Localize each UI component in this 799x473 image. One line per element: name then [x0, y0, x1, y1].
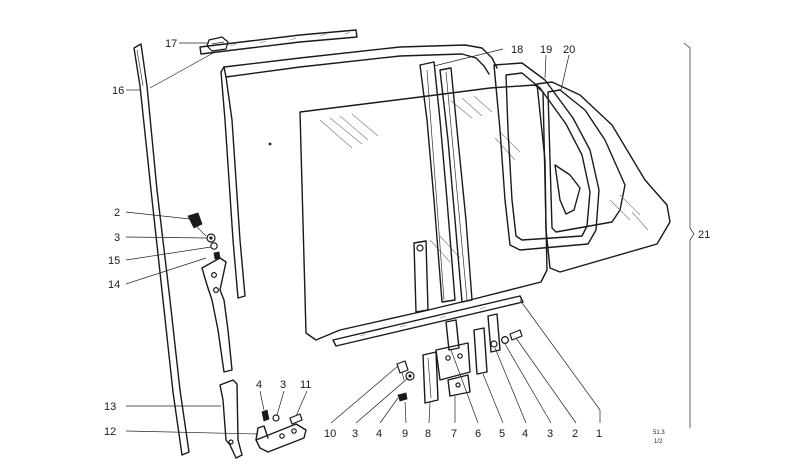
part-3-right-washer	[501, 336, 510, 345]
part-10-bolt	[396, 360, 409, 381]
drawing-code-line2: 1/2	[654, 439, 663, 445]
drawing-code-line1: 51.3	[653, 430, 665, 436]
callout-12: 12	[104, 426, 116, 438]
window-frame	[220, 44, 498, 299]
inner-vent-curve	[554, 164, 581, 215]
callout-4-mid: 4	[256, 379, 262, 391]
callout-16: 16	[112, 85, 124, 97]
callout-15: 15	[108, 255, 120, 267]
callout-3-bottom-a: 3	[352, 428, 358, 440]
part-4-right-nut	[490, 340, 498, 348]
leader-lines	[125, 42, 695, 435]
part-2-bolt	[187, 212, 207, 237]
part-8-slide-guide	[422, 351, 439, 404]
callout-4-bottom-b: 4	[522, 428, 528, 440]
callout-6: 6	[475, 428, 481, 440]
callout-1: 1	[596, 428, 602, 440]
part-12-bracket	[255, 423, 307, 453]
callout-3-bottom-b: 3	[547, 428, 553, 440]
part-2-right-bolt	[509, 329, 523, 341]
glass-mark	[268, 142, 272, 146]
inner-guide-rail	[413, 240, 429, 313]
callout-21: 21	[698, 229, 710, 241]
part-3-washer	[206, 233, 216, 243]
callout-13: 13	[104, 401, 116, 413]
callout-2-left: 2	[114, 207, 120, 219]
callout-8: 8	[425, 428, 431, 440]
part-13-guide-lower	[219, 379, 243, 459]
callout-3-mid: 3	[280, 379, 286, 391]
callout-18: 18	[511, 44, 523, 56]
main-glass-pane	[299, 84, 548, 341]
roof-channel-strip	[199, 29, 358, 55]
part-7-bracket-plate	[435, 342, 471, 397]
part-5-lower-rail	[473, 313, 501, 375]
part-16-vertical-seal	[133, 43, 190, 456]
callout-14: 14	[108, 279, 120, 291]
callout-9: 9	[402, 428, 408, 440]
lower-channel-strip	[332, 295, 524, 347]
callout-7: 7	[451, 428, 457, 440]
part-18-division-bar	[419, 61, 473, 303]
part-6-lower-rail	[445, 319, 460, 351]
callout-4-bottom-a: 4	[376, 428, 382, 440]
part-3-mid-washer	[272, 414, 280, 422]
callout-17: 17	[165, 38, 177, 50]
part-4-mid-bolt	[261, 409, 270, 422]
part-9-screw	[397, 392, 408, 402]
callout-2-bottom: 2	[572, 428, 578, 440]
callout-19: 19	[540, 44, 552, 56]
callout-11: 11	[300, 379, 311, 391]
callout-5: 5	[499, 428, 505, 440]
part-15-nut	[210, 242, 221, 260]
callout-3-left: 3	[114, 232, 120, 244]
part-20-quarter-glass	[536, 81, 671, 273]
callout-20: 20	[563, 44, 575, 56]
part-14-guide-rail	[201, 257, 233, 373]
callout-10: 10	[324, 428, 336, 440]
